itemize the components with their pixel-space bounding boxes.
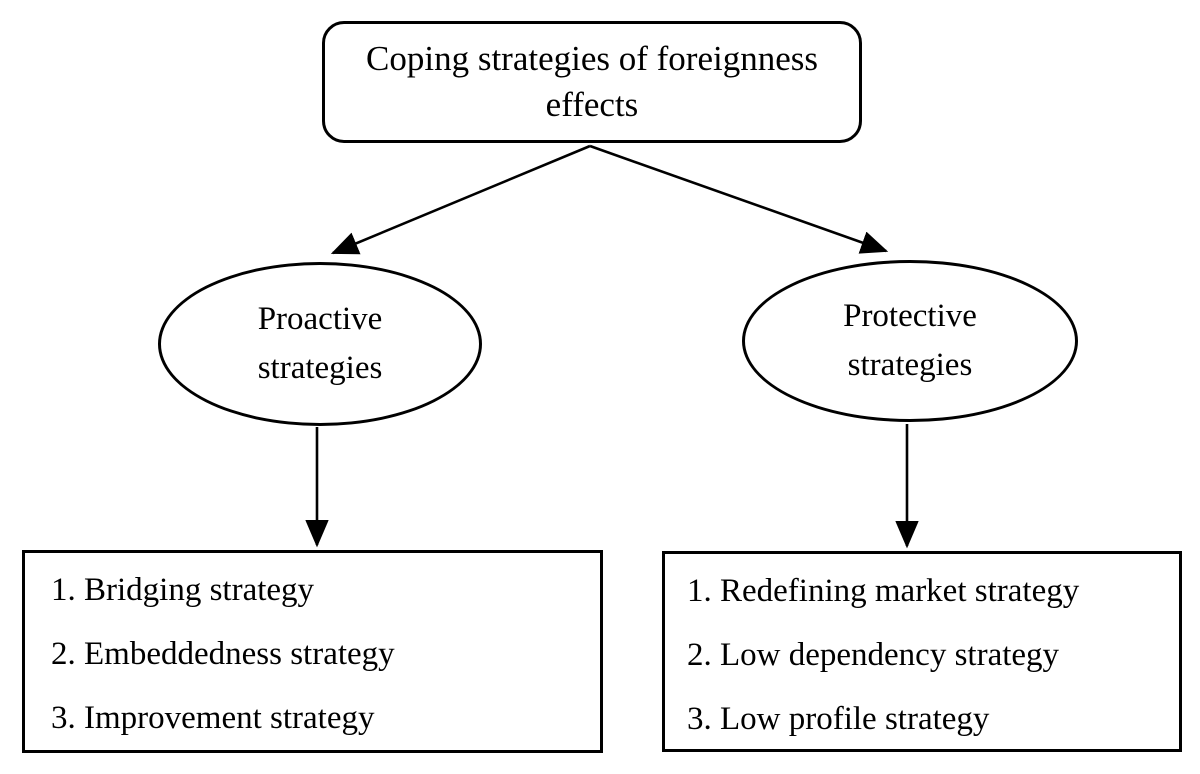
- list-item: 3. Low profile strategy: [687, 700, 990, 737]
- arrow-root-to-protective: [589, 144, 889, 254]
- proactive-node-label: Proactive strategies: [257, 300, 383, 387]
- protective-strategies-list-box: 1. Redefining market strategy 2. Low dep…: [662, 551, 1182, 752]
- proactive-strategies-list-box: 1. Bridging strategy 2. Embeddedness str…: [22, 550, 603, 753]
- list-item: 1. Bridging strategy: [51, 571, 315, 608]
- list-item: 1. Redefining market strategy: [687, 572, 1080, 609]
- node-proactive-strategies: Proactive strategies: [158, 262, 482, 426]
- list-item: 2. Embeddedness strategy: [51, 635, 395, 672]
- node-protective-strategies: Protective strategies: [742, 260, 1078, 422]
- root-node-label: Coping strategies of foreignness effects: [366, 38, 818, 124]
- arrow-root-to-proactive: [330, 144, 591, 255]
- list-item: 3. Improvement strategy: [51, 699, 375, 736]
- root-node-coping-strategies: Coping strategies of foreignness effects: [322, 21, 862, 143]
- protective-node-label: Protective strategies: [843, 297, 977, 384]
- list-item: 2. Low dependency strategy: [687, 636, 1060, 673]
